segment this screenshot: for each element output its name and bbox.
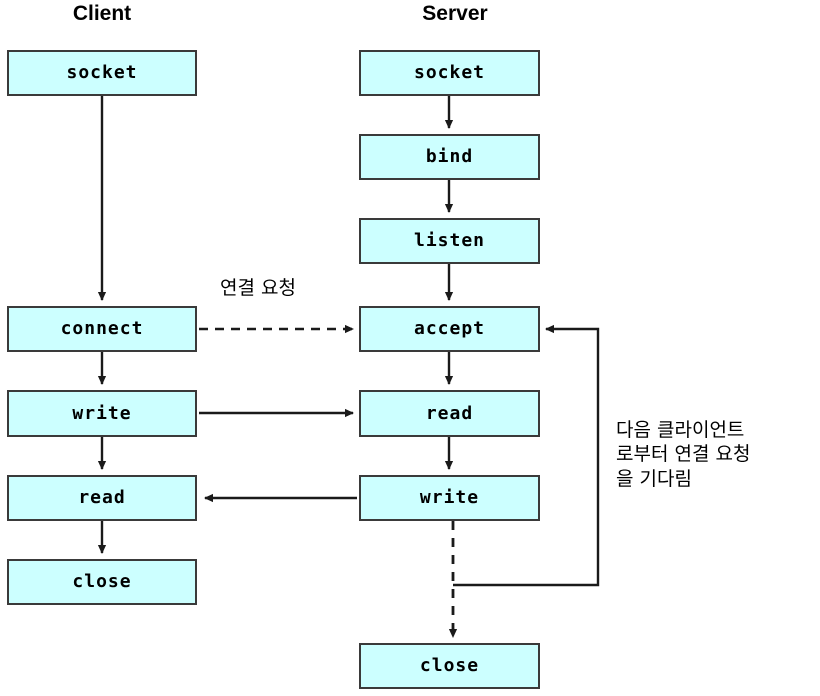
node-server-listen[interactable]: listen bbox=[359, 218, 540, 264]
node-label: socket bbox=[413, 62, 486, 83]
column-title-client: Client bbox=[72, 2, 132, 25]
node-label: accept bbox=[413, 318, 486, 339]
node-client-read[interactable]: read bbox=[7, 475, 197, 521]
node-server-close[interactable]: close bbox=[359, 643, 540, 689]
node-label: bind bbox=[425, 146, 474, 167]
node-label: close bbox=[72, 571, 132, 592]
node-label: read bbox=[425, 402, 474, 424]
column-title-server: Server bbox=[422, 2, 488, 25]
node-label: listen bbox=[413, 230, 486, 251]
node-server-accept[interactable]: accept bbox=[359, 306, 540, 352]
node-label: write bbox=[419, 487, 480, 508]
node-label: read bbox=[78, 487, 126, 508]
node-client-connect[interactable]: connect bbox=[7, 306, 197, 352]
node-server-bind[interactable]: bind bbox=[359, 134, 540, 180]
edge-loop-back-to-accept bbox=[453, 324, 600, 587]
annotation-wait-next-client: 다음 클라이언트 로부터 연결 요청 을 기다림 bbox=[616, 419, 751, 490]
node-server-read[interactable]: read bbox=[359, 390, 540, 437]
annotation-connect-request: 연결 요청 bbox=[220, 277, 296, 299]
node-label: write bbox=[72, 402, 132, 424]
node-label: socket bbox=[66, 62, 138, 83]
node-client-write[interactable]: write bbox=[7, 390, 197, 437]
node-label: close bbox=[419, 655, 480, 676]
node-server-socket[interactable]: socket bbox=[359, 50, 540, 96]
node-server-write[interactable]: write bbox=[359, 475, 540, 521]
node-client-socket[interactable]: socket bbox=[7, 50, 197, 96]
node-client-close[interactable]: close bbox=[7, 559, 197, 605]
node-label: connect bbox=[60, 318, 144, 339]
